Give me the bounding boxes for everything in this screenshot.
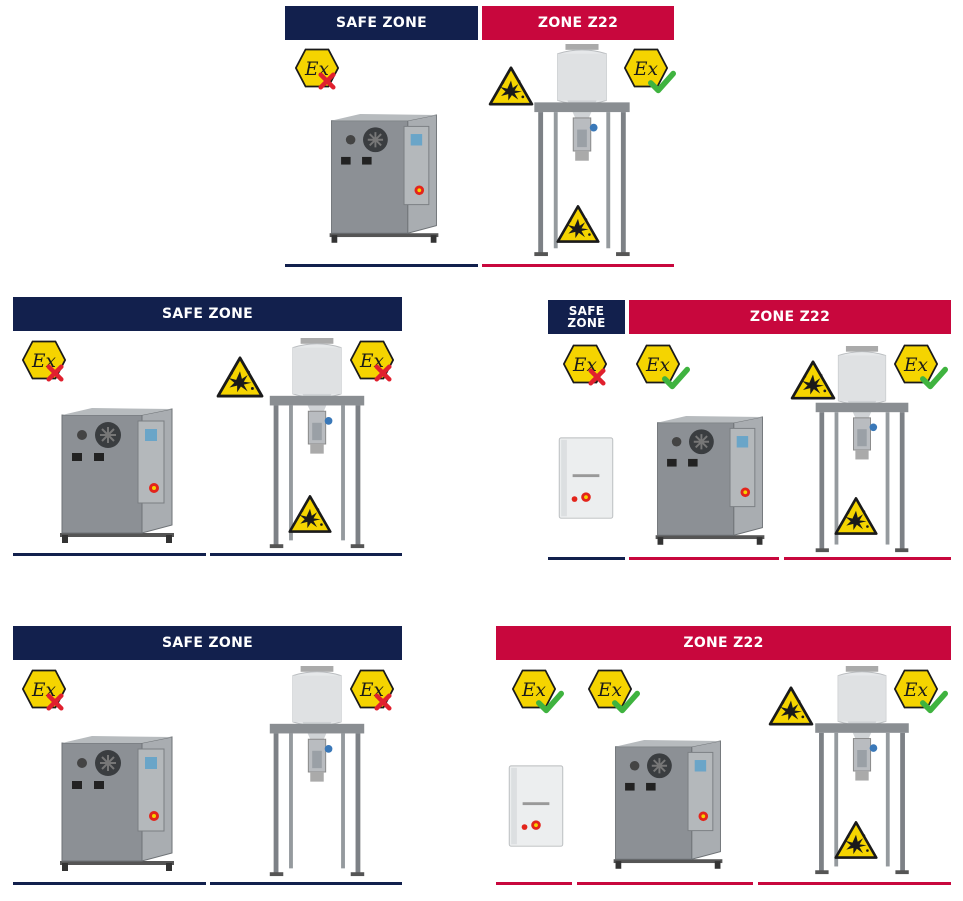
safe-zone-header-stacked: SAFE ZONE bbox=[548, 300, 625, 334]
vacuum-unit-icon bbox=[648, 406, 772, 550]
safe-zone-underline bbox=[13, 553, 206, 556]
control-box-icon bbox=[506, 764, 566, 850]
red-cross-icon bbox=[374, 693, 392, 711]
safe-zone-underline bbox=[210, 882, 402, 885]
safe-zone-underline bbox=[210, 553, 402, 556]
red-cross-icon bbox=[46, 364, 64, 382]
red-cross-icon bbox=[46, 693, 64, 711]
zone-z22-underline bbox=[496, 882, 572, 885]
red-cross-icon bbox=[318, 72, 336, 90]
zone-z22-underline bbox=[784, 557, 951, 560]
explosion-warning-icon bbox=[834, 496, 878, 536]
red-cross-icon bbox=[374, 364, 392, 382]
red-cross-icon bbox=[588, 368, 606, 386]
zone-z22-header: ZONE Z22 bbox=[482, 6, 674, 40]
green-check-icon bbox=[536, 690, 564, 714]
zone-z22-header: ZONE Z22 bbox=[496, 626, 951, 660]
safe-zone-header: SAFE ZONE bbox=[13, 626, 402, 660]
safe-zone-underline bbox=[13, 882, 206, 885]
explosion-warning-icon bbox=[556, 204, 600, 244]
zone-z22-underline bbox=[629, 557, 779, 560]
green-check-icon bbox=[612, 690, 640, 714]
vacuum-unit-icon bbox=[606, 730, 730, 874]
vacuum-unit-icon bbox=[322, 108, 446, 244]
vacuum-unit-icon bbox=[52, 730, 182, 872]
zone-z22-underline bbox=[758, 882, 951, 885]
safe-zone-header: SAFE ZONE bbox=[285, 6, 478, 40]
safe-zone-header: SAFE ZONE bbox=[13, 297, 402, 331]
zone-z22-underline bbox=[577, 882, 753, 885]
green-check-icon bbox=[920, 366, 948, 390]
explosion-warning-icon bbox=[834, 820, 878, 860]
green-check-icon bbox=[662, 366, 690, 390]
safe-zone-header-line2: ZONE bbox=[567, 316, 606, 330]
safe-zone-header-line1: SAFE bbox=[568, 304, 605, 318]
explosion-warning-icon bbox=[216, 356, 264, 398]
control-box-icon bbox=[556, 436, 616, 522]
zone-z22-underline bbox=[482, 264, 674, 267]
safe-zone-underline bbox=[285, 264, 478, 267]
zone-z22-header: ZONE Z22 bbox=[629, 300, 951, 334]
green-check-icon bbox=[648, 70, 676, 94]
vacuum-unit-icon bbox=[52, 402, 182, 544]
explosion-warning-icon bbox=[288, 494, 332, 534]
green-check-icon bbox=[920, 690, 948, 714]
safe-zone-underline bbox=[548, 557, 625, 560]
